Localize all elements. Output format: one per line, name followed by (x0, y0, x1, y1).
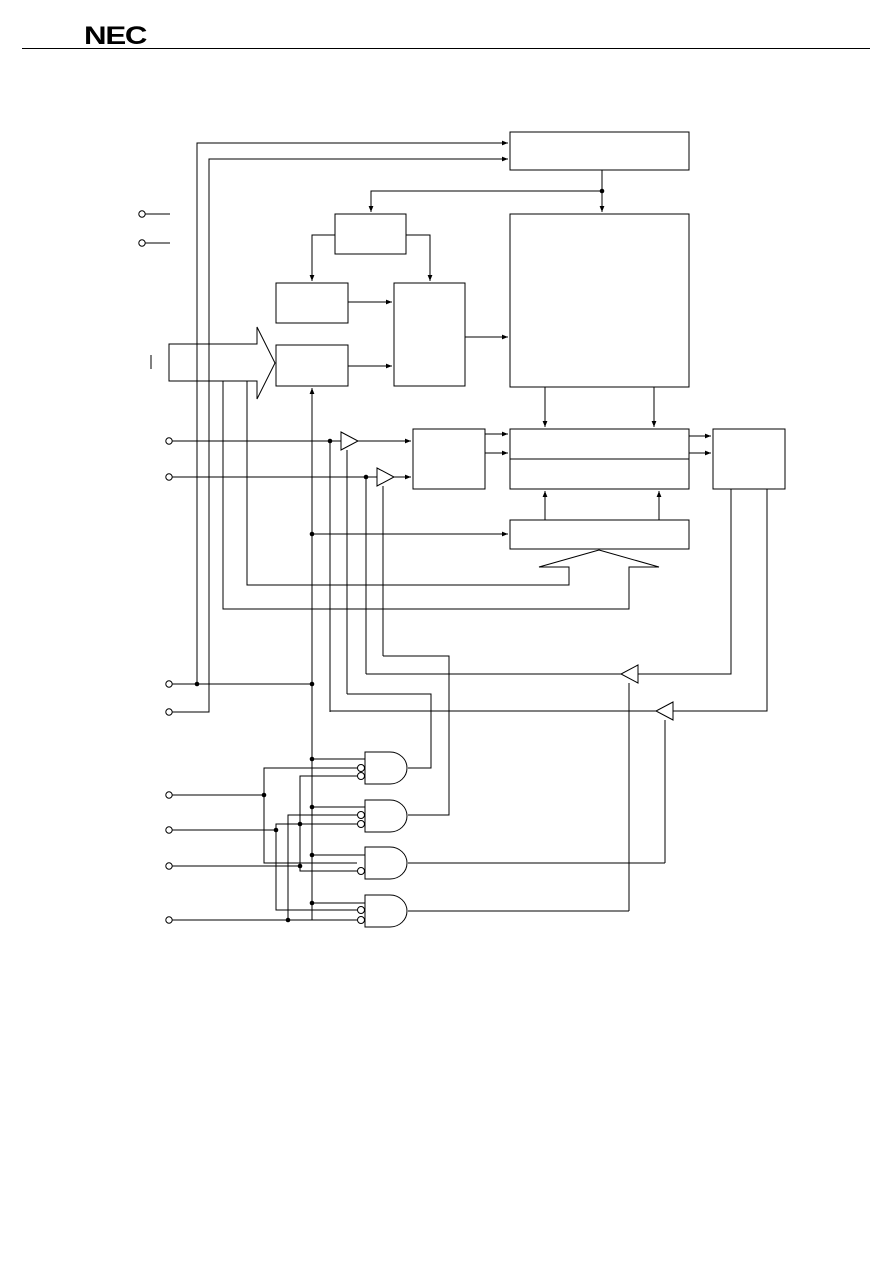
junction-dot (309, 531, 315, 537)
pin-circle (165, 791, 173, 799)
signal-line (638, 489, 732, 675)
header-rule (22, 48, 870, 49)
pin-circle (165, 708, 173, 716)
and-gate (364, 846, 408, 880)
signal-line (287, 814, 357, 921)
inverter-bubble (357, 916, 365, 924)
signal-line (309, 234, 335, 281)
junction-dot (309, 852, 315, 858)
signal-line (383, 655, 450, 816)
block-clock-generator (334, 213, 407, 255)
block-memory-array (509, 213, 690, 388)
signal-line (406, 234, 433, 281)
signal-line (172, 140, 508, 685)
inverter-bubble (357, 906, 365, 914)
junction-dot (194, 681, 200, 687)
pin-circle (165, 862, 173, 870)
signal-line (263, 767, 357, 864)
inverter-bubble (357, 811, 365, 819)
pin-circle (165, 473, 173, 481)
signal-line (299, 866, 357, 872)
and-gate (364, 799, 408, 833)
pin-circle (165, 437, 173, 445)
signal-line (299, 775, 357, 866)
and-gate (364, 751, 408, 785)
inverter-bubble (357, 867, 365, 875)
block-column-address-buffer (275, 344, 349, 387)
junction-dot (273, 827, 279, 833)
block-io-control (412, 428, 486, 490)
signal-line (172, 156, 508, 713)
block-bus-latch (509, 519, 690, 550)
output-buffer-triangle (619, 664, 639, 684)
junction-dot (309, 804, 315, 810)
signal-line (275, 823, 357, 911)
junction-dot (309, 681, 315, 687)
signal-line (673, 489, 768, 712)
block-top-register (509, 131, 690, 171)
output-buffer-triangle (654, 701, 674, 721)
junction-dot (285, 917, 291, 923)
block-output-buffer (712, 428, 786, 490)
nec-logo: NEC (84, 22, 147, 50)
block-row-address-buffer (275, 282, 349, 324)
junction-dot (327, 438, 333, 444)
pin-circle (165, 916, 173, 924)
block-decoder (393, 282, 466, 387)
inverter-bubble (357, 772, 365, 780)
junction-dot (309, 756, 315, 762)
data-bus-arrow (222, 381, 660, 610)
input-buffer-triangle (376, 467, 396, 487)
inverter-bubble (357, 764, 365, 772)
junction-dot (363, 474, 369, 480)
junction-dot (297, 821, 303, 827)
and-gate (364, 894, 408, 928)
pin-circle (138, 210, 146, 218)
input-buffer-triangle (340, 431, 360, 451)
signal-line (347, 693, 432, 769)
pin-circle (165, 826, 173, 834)
page-header: NEC (0, 0, 892, 60)
junction-dot (261, 792, 267, 798)
junction-dot (297, 863, 303, 869)
address-bus-arrow (168, 326, 276, 400)
signal-line (368, 190, 602, 212)
junction-dot (599, 188, 605, 194)
inverter-bubble (357, 820, 365, 828)
pin-circle (165, 680, 173, 688)
junction-dot (309, 900, 315, 906)
pin-circle (138, 239, 146, 247)
